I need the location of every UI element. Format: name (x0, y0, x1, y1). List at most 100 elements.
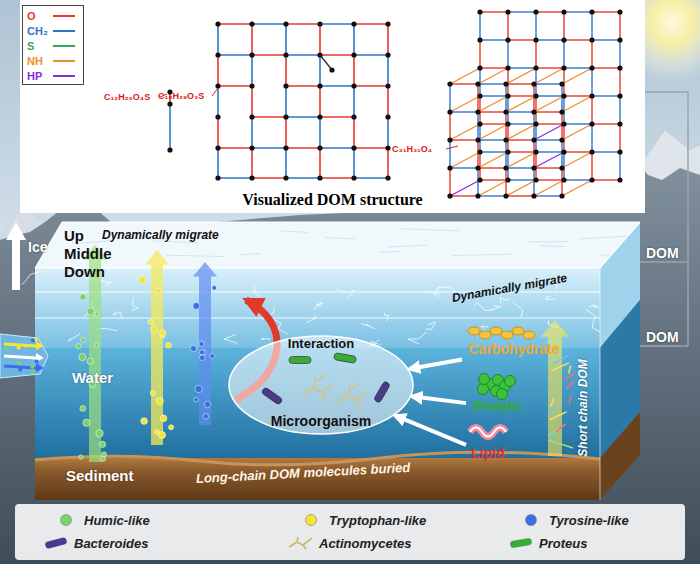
bond-line (251, 24, 253, 55)
ice-crack (500, 298, 510, 304)
dom-label: DOM (646, 246, 679, 260)
inset-panel: Visualized DOM structure (20, 0, 645, 213)
atom-dot (283, 83, 288, 88)
bond-line (534, 96, 564, 112)
migration-arrow (541, 320, 569, 456)
dom-dot (195, 385, 202, 392)
ice-top-face (35, 222, 640, 268)
dom-structure (160, 9, 623, 198)
bond-line (563, 68, 564, 96)
dom-dot (190, 346, 196, 352)
layer-label: Middle (64, 246, 112, 261)
legend-label: NH (27, 56, 51, 67)
bond-line (505, 168, 506, 196)
atom-dot (531, 193, 536, 198)
short-chain-molecule (548, 428, 558, 436)
atom-dot (447, 81, 452, 86)
node-text: Microorganism (271, 414, 371, 429)
ice-crack (513, 302, 522, 317)
ice-crack (252, 285, 259, 297)
atom-dot (351, 52, 356, 57)
bond-line (320, 55, 332, 70)
atom-dot (283, 175, 288, 180)
ice-arrow (6, 222, 26, 290)
bond-line (533, 140, 534, 168)
node-text: Visualized DOM structure (242, 191, 422, 209)
dom-dot (5, 347, 9, 351)
bond-line (477, 168, 478, 196)
bond-line (286, 54, 320, 56)
atom-dot (167, 147, 172, 152)
bond-line (478, 167, 506, 168)
ice-crack (408, 332, 426, 344)
legend-label: HP (27, 71, 51, 82)
bond-line (218, 85, 252, 87)
legend-swatch (51, 9, 77, 23)
atom-dot (589, 177, 594, 182)
dom-dot (158, 431, 165, 438)
block-edge (35, 222, 640, 268)
atom-dot (283, 21, 288, 26)
atom-dot (447, 137, 452, 142)
dom-dot (100, 456, 105, 461)
bond-line (508, 151, 536, 152)
migration-arrow (145, 250, 169, 445)
dom-dot (199, 350, 204, 355)
dom-dot (95, 312, 99, 316)
atom-dot (477, 65, 482, 70)
atom-dot (249, 52, 254, 57)
bond-line (506, 96, 536, 112)
dom-dot (24, 344, 28, 348)
bond-line (477, 140, 478, 168)
atom-dot (447, 193, 452, 198)
bond-line (480, 151, 508, 152)
atom-dot (317, 52, 322, 57)
bond-line (508, 11, 536, 12)
flow-arrow (395, 415, 466, 444)
block-edge (600, 268, 601, 500)
atom-dot (317, 175, 322, 180)
atom-dot (503, 137, 508, 142)
bond-line (449, 112, 450, 140)
bond-line (506, 139, 534, 140)
bond-line (535, 152, 536, 180)
legend-swatch (287, 536, 315, 550)
atom-dot (533, 121, 538, 126)
bond-line (562, 152, 592, 168)
legend-entry: CH₂ (27, 24, 77, 38)
dom-dot (31, 370, 35, 374)
atom-dot (317, 21, 322, 26)
atom-dot (317, 114, 322, 119)
atom-dot (589, 65, 594, 70)
bacteroides-cell (261, 387, 283, 405)
bond-line (535, 124, 536, 152)
ice-crack (336, 289, 355, 298)
atom-dot (351, 175, 356, 180)
ice-crack (261, 338, 270, 340)
ice-crack (361, 324, 375, 329)
inflow-stream (0, 334, 48, 378)
short-chain-molecule (567, 381, 575, 389)
dom-dot (79, 455, 83, 459)
bond-line (285, 55, 287, 86)
dom-dot (18, 361, 22, 365)
bond-line (536, 179, 564, 180)
ellipse-shape (229, 336, 413, 434)
short-chain-molecule (551, 398, 554, 406)
bond-line (478, 68, 508, 84)
node-text: Lipid (471, 446, 504, 461)
bond-line (592, 39, 620, 40)
bond-line (564, 151, 592, 152)
bond-line (591, 68, 592, 96)
dom-dot (31, 339, 35, 343)
bond-line (387, 148, 389, 178)
short-chain-molecule (549, 412, 566, 420)
bond-line (480, 123, 508, 124)
bond-line (536, 11, 564, 12)
atom-dot (477, 177, 482, 182)
bond-line (387, 117, 389, 148)
layer-label: Down (64, 264, 105, 279)
atom-dot (477, 37, 482, 42)
atom-dot (215, 83, 220, 88)
